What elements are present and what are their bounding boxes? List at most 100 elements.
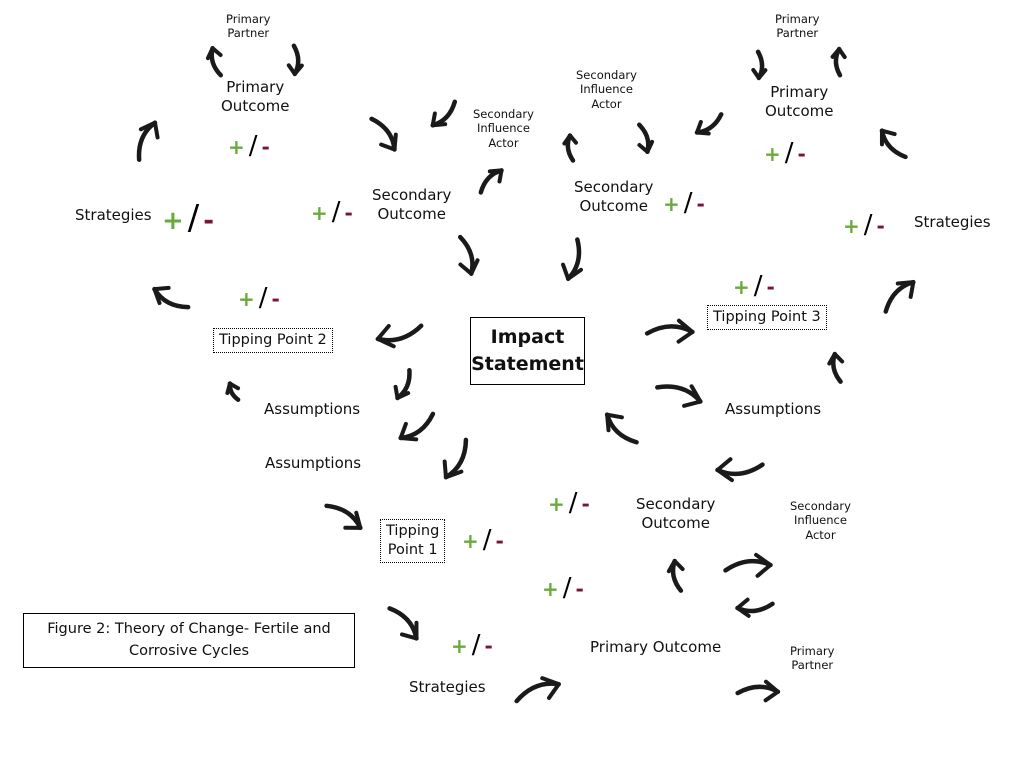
slash-sign: / [863, 210, 873, 240]
minus-sign: - [696, 192, 705, 216]
arrow-tr-partner-up [830, 46, 847, 78]
top-center-right-polarity: +/- [663, 190, 705, 216]
arrow-to-tp2 [375, 323, 424, 349]
arrow-tr-strategies-up [879, 128, 908, 160]
top-right-strategies-polarity: +/- [843, 212, 885, 238]
minus-sign: - [261, 135, 270, 159]
top-left-strategies: Strategies [75, 206, 152, 224]
minus-sign: - [344, 201, 353, 225]
arrow-tp3-up [827, 351, 845, 384]
arrow-to-actor-b [723, 552, 773, 578]
arrow-tcl-actor [478, 168, 504, 195]
arrow-to-tp3 [644, 318, 695, 344]
arrow-center-down-1 [457, 234, 480, 276]
top-right-strategies: Strategies [914, 213, 991, 231]
bottom-primary-outcome: Primary Outcome [590, 638, 722, 656]
arrow-tcr-actor-down [637, 122, 655, 155]
arrow-tcr-actor-up [562, 133, 578, 163]
minus-sign: - [484, 634, 493, 658]
slash-sign: / [562, 573, 572, 603]
plus-sign: + [542, 577, 559, 601]
slash-sign: / [568, 488, 578, 518]
arrow-from-actor-b [735, 597, 775, 618]
arrow-tr-in [694, 112, 724, 136]
arrow-tl-strategies-down [152, 285, 191, 310]
left-assumptions-1: Assumptions [264, 400, 361, 418]
arrow-left-down-1 [393, 367, 412, 401]
plus-sign: + [663, 192, 680, 216]
bottom-primary-outcome-polarity: +/- [542, 575, 584, 601]
plus-sign: + [764, 142, 781, 166]
minus-sign: - [766, 275, 775, 299]
slash-sign: / [187, 198, 200, 238]
arrow-bottom-in [715, 457, 765, 483]
plus-sign: + [548, 492, 565, 516]
arrow-tp1-down [387, 606, 419, 641]
slash-sign: / [482, 525, 492, 555]
minus-sign: - [876, 214, 885, 238]
plus-sign: + [733, 275, 750, 299]
arrow-center-down-2 [561, 237, 583, 282]
slash-sign: / [683, 188, 693, 218]
tipping-point-3: Tipping Point 3 [707, 305, 827, 330]
tipping-point-1-polarity: +/- [462, 527, 504, 553]
arrow-tl-partner-up [205, 45, 223, 78]
tipping-point-3-polarity: +/- [733, 273, 775, 299]
plus-sign: + [228, 135, 245, 159]
arrow-left-down-2 [398, 411, 436, 442]
slash-sign: / [784, 138, 794, 168]
arrow-to-partner-b [735, 679, 781, 703]
tipping-point-2-polarity: +/- [238, 285, 280, 311]
top-left-outcome-polarity: +/- [228, 133, 270, 159]
minus-sign: - [271, 287, 280, 311]
plus-sign: + [462, 529, 479, 553]
arrow-strategies-right [514, 676, 561, 704]
bottom-secondary-outcome-polarity: +/- [548, 490, 590, 516]
arrow-tcl-in-2 [430, 99, 458, 128]
minus-sign: - [575, 577, 584, 601]
slash-sign: / [248, 131, 258, 161]
arrow-tp2-loop [225, 381, 241, 402]
tipping-point-2: Tipping Point 2 [213, 328, 333, 353]
top-center-left-polarity: +/- [311, 199, 353, 225]
slash-sign: / [753, 271, 763, 301]
arrow-tl-strategies-up [136, 120, 160, 162]
arrow-po-up [666, 558, 685, 593]
arrow-tr-partner-down [751, 49, 768, 81]
plus-sign: + [451, 634, 468, 658]
top-left-strategies-polarity: +/- [162, 201, 214, 235]
slash-sign: / [258, 283, 268, 313]
bottom-strategies-polarity: +/- [451, 632, 493, 658]
slash-sign: / [471, 630, 481, 660]
minus-sign: - [581, 492, 590, 516]
arrow-to-assump-r [655, 384, 703, 408]
plus-sign: + [311, 201, 328, 225]
arrow-tl-partner-down [286, 43, 304, 77]
arrow-tr-strategies-down [883, 279, 916, 314]
plus-sign: + [238, 287, 255, 311]
slash-sign: / [331, 197, 341, 227]
top-right-outcome-polarity: +/- [764, 140, 806, 166]
minus-sign: - [495, 529, 504, 553]
arrow-to-tp1 [324, 503, 363, 531]
left-assumptions-2: Assumptions [265, 454, 362, 472]
right-assumptions: Assumptions [725, 400, 822, 418]
plus-sign: + [843, 214, 860, 238]
plus-sign: + [162, 206, 184, 236]
arrow-tcl-in-1 [369, 116, 398, 152]
arrow-from-bottom-up [604, 412, 639, 445]
